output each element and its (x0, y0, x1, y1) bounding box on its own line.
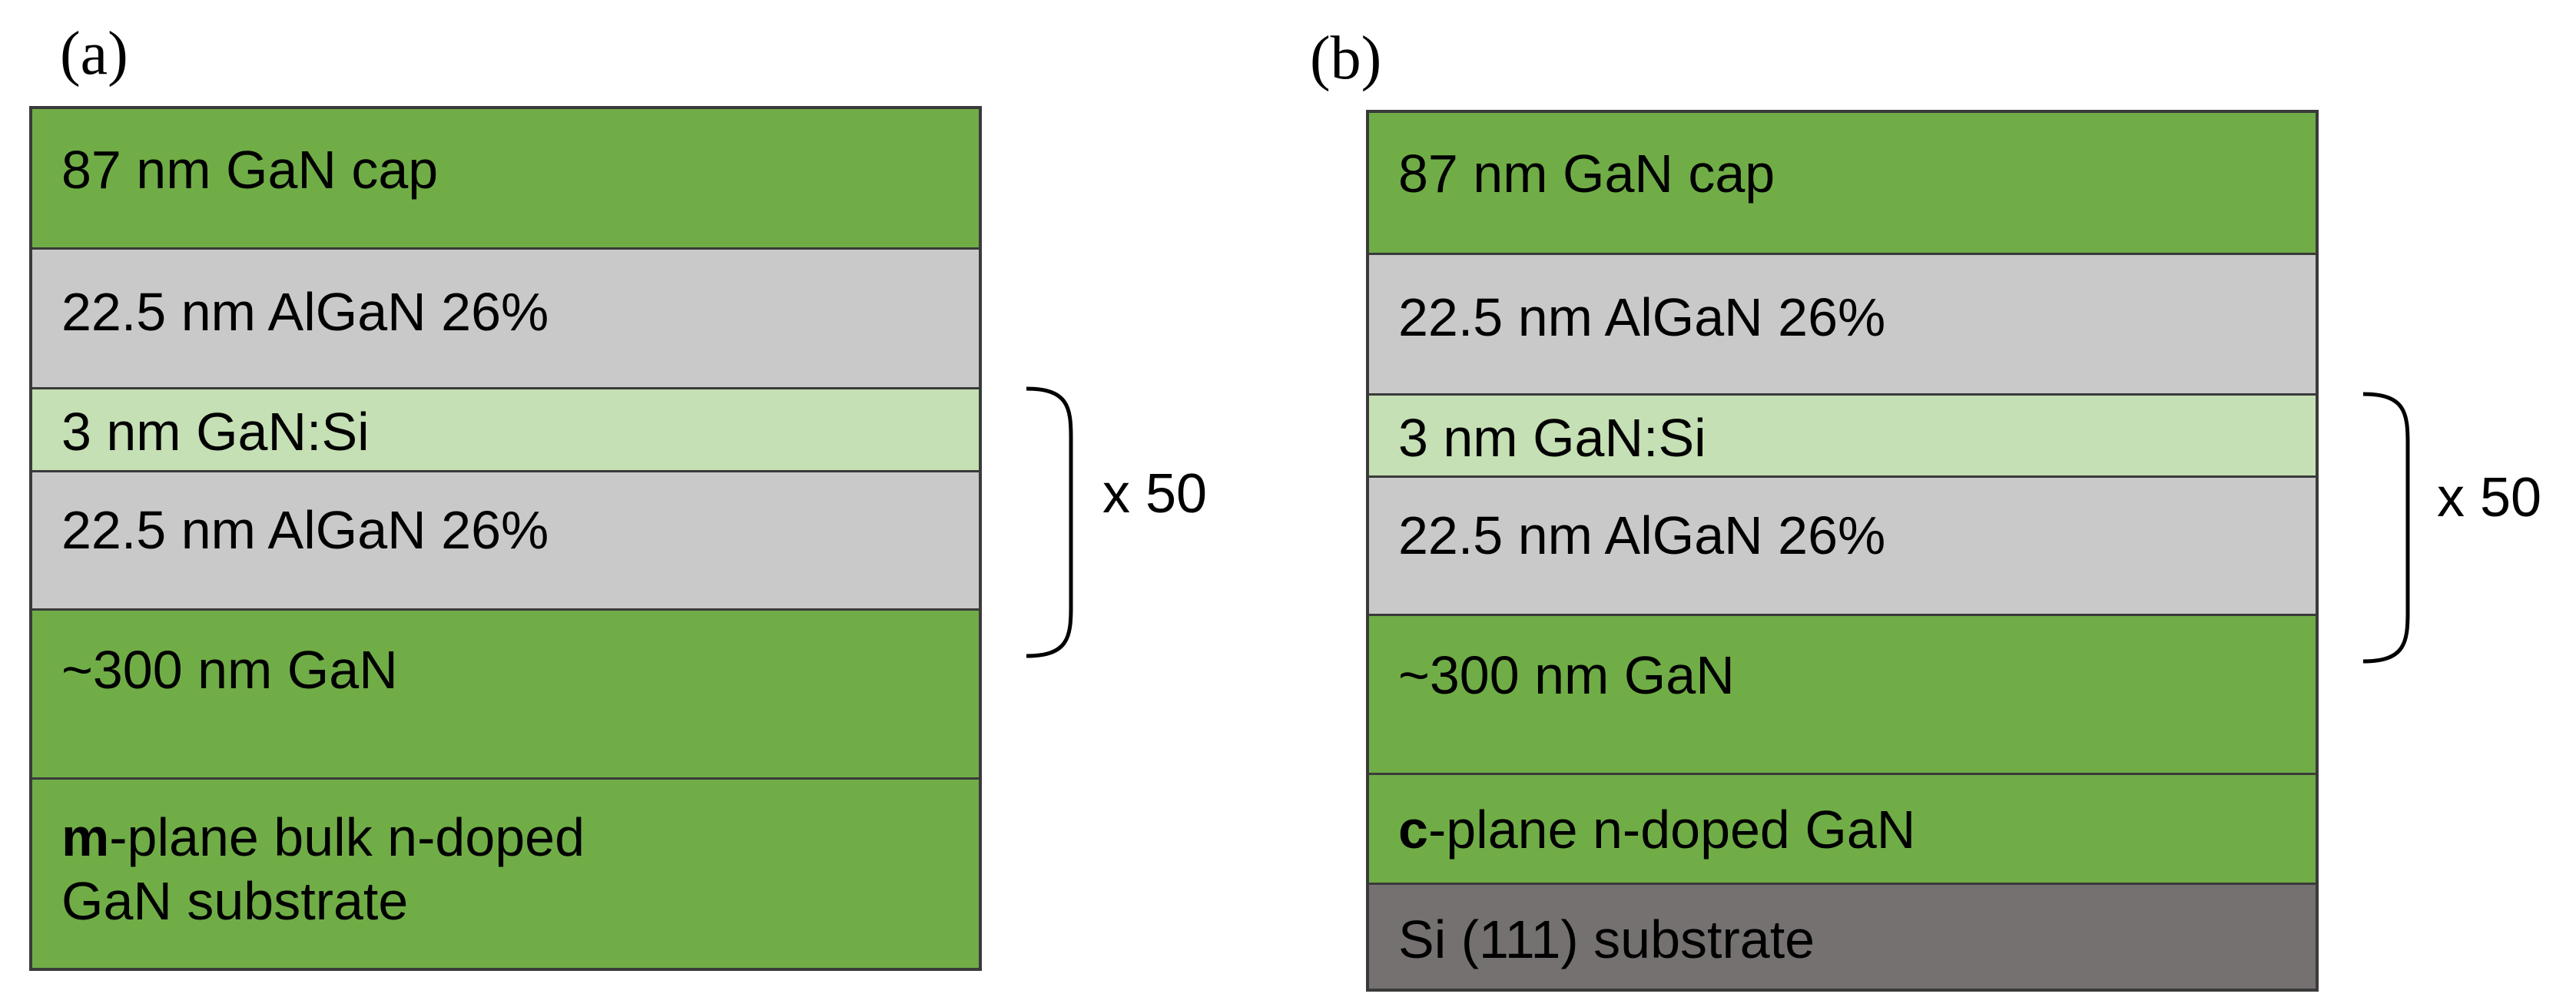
panel-b-repeat-brace (2362, 392, 2410, 664)
panel-a-substrate-line1-rest: -plane bulk n-doped (109, 807, 585, 867)
panel-b-template-plane-letter: c (1398, 800, 1428, 860)
panel-a-algan-repeat-label: 22.5 nm AlGaN 26% (61, 500, 549, 560)
panel-a-gan-buffer-layer: ~300 nm GaN (32, 608, 979, 777)
panel-b-si-substrate-label: Si (111) substrate (1398, 909, 1815, 969)
panel-b-algan-top-label: 22.5 nm AlGaN 26% (1398, 287, 1886, 347)
panel-b-gan-si-layer: 3 nm GaN:Si (1369, 393, 2316, 475)
panel-b-gan-template-layer: c-plane n-doped GaN (1369, 773, 2316, 883)
panel-a-gan-cap-label: 87 nm GaN cap (61, 140, 439, 200)
panel-a-substrate-line1: m-plane bulk n-doped (61, 806, 979, 870)
panel-a-gan-buffer-label: ~300 nm GaN (61, 640, 398, 700)
panel-a-label: (a) (60, 20, 128, 88)
panel-b-gan-cap-layer: 87 nm GaN cap (1369, 113, 2316, 253)
panel-a-layer-stack: 87 nm GaN cap 22.5 nm AlGaN 26% 3 nm GaN… (29, 106, 982, 971)
panel-b-repeat-count: x 50 (2437, 467, 2542, 528)
panel-b-layer-stack: 87 nm GaN cap 22.5 nm AlGaN 26% 3 nm GaN… (1366, 110, 2319, 992)
panel-a-gan-si-layer: 3 nm GaN:Si (32, 387, 979, 470)
panel-b-label: (b) (1310, 25, 1382, 92)
panel-a-algan-top-label: 22.5 nm AlGaN 26% (61, 282, 549, 342)
panel-b-algan-repeat-layer: 22.5 nm AlGaN 26% (1369, 475, 2316, 614)
panel-a-repeat-count: x 50 (1102, 463, 1208, 525)
panel-a-substrate-layer: m-plane bulk n-doped GaN substrate (32, 777, 979, 968)
panel-a-gan-si-label: 3 nm GaN:Si (61, 402, 370, 462)
panel-b-algan-repeat-label: 22.5 nm AlGaN 26% (1398, 505, 1886, 565)
panel-a-gan-cap-layer: 87 nm GaN cap (32, 109, 979, 247)
panel-a-algan-top-layer: 22.5 nm AlGaN 26% (32, 247, 979, 387)
panel-b-gan-buffer-layer: ~300 nm GaN (1369, 614, 2316, 773)
panel-a-algan-repeat-layer: 22.5 nm AlGaN 26% (32, 470, 979, 608)
panel-a-repeat-brace (1026, 386, 1073, 658)
panel-b-gan-si-label: 3 nm GaN:Si (1398, 408, 1706, 468)
panel-a-substrate-plane-letter: m (61, 807, 110, 867)
panel-b-si-substrate-layer: Si (111) substrate (1369, 883, 2316, 989)
panel-b-template-label-rest: -plane n-doped GaN (1427, 800, 1916, 860)
panel-a-substrate-line2: GaN substrate (61, 870, 409, 931)
panel-b-gan-cap-label: 87 nm GaN cap (1398, 144, 1775, 204)
panel-b-algan-top-layer: 22.5 nm AlGaN 26% (1369, 253, 2316, 393)
panel-b-gan-buffer-label: ~300 nm GaN (1398, 645, 1735, 705)
panel-b-gan-template-label: c-plane n-doped GaN (1398, 798, 2316, 862)
